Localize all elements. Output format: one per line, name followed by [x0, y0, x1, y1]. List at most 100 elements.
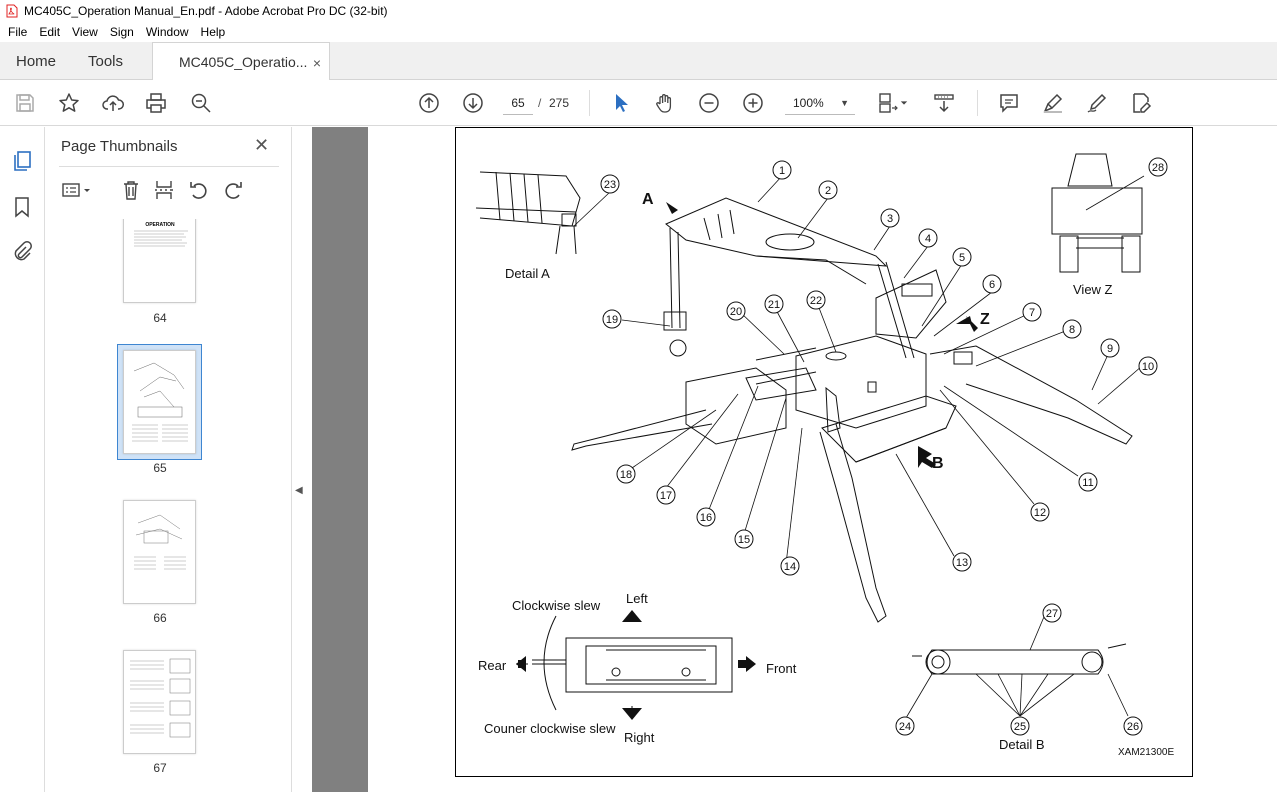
tab-tools[interactable]: Tools [88, 52, 124, 70]
page-thumbnails-icon[interactable] [11, 149, 33, 171]
tab-home[interactable]: Home [16, 52, 57, 70]
callout-5: 5 [959, 252, 965, 264]
arrow-a-label: A [642, 191, 654, 208]
callout-25: 25 [1014, 721, 1026, 733]
chevron-down-icon: ▼ [840, 98, 849, 108]
menu-window[interactable]: Window [145, 25, 189, 39]
callout-24: 24 [899, 721, 911, 733]
bookmark-icon[interactable] [11, 196, 33, 218]
panel-title: Page Thumbnails [61, 138, 178, 155]
callout-12: 12 [1034, 507, 1046, 519]
panel-divider [59, 166, 279, 167]
pdf-app-icon [6, 4, 18, 18]
title-bar: MC405C_Operation Manual_En.pdf - Adobe A… [0, 0, 1277, 22]
close-icon[interactable]: ✕ [254, 135, 270, 155]
thumbnail-page-64[interactable]: OPERATION [123, 219, 196, 303]
left-label: Left [626, 591, 648, 606]
front-label: Front [766, 661, 797, 676]
thumbnail-list[interactable]: OPERATION 64 [59, 219, 285, 792]
scroll-mode-icon[interactable] [932, 91, 956, 115]
callout-7: 7 [1029, 307, 1035, 319]
view-z-label: View Z [1073, 282, 1113, 297]
close-tab-icon[interactable]: × [312, 55, 321, 71]
attachment-icon[interactable] [11, 241, 33, 263]
total-pages: 275 [549, 96, 570, 110]
zoom-level-value: 100% [793, 96, 824, 110]
page-separator: / [538, 96, 542, 110]
detail-b-label: Detail B [999, 737, 1045, 752]
arrow-b-label: B [932, 455, 944, 472]
print-icon[interactable] [144, 91, 168, 115]
upload-cloud-icon[interactable] [101, 91, 125, 115]
collapse-panel-icon[interactable]: ◀ [295, 485, 303, 496]
thumb-heading: OPERATION [145, 222, 175, 228]
edit-pdf-icon[interactable] [1129, 91, 1153, 115]
rotate-cw-icon[interactable] [220, 177, 246, 203]
callout-4: 4 [925, 233, 931, 245]
page-number-input[interactable]: 65 [503, 91, 533, 115]
callout-18: 18 [620, 469, 632, 481]
highlight-pen-icon[interactable] [1041, 91, 1065, 115]
menu-file[interactable]: File [8, 25, 28, 39]
thumbnail-options-icon[interactable] [59, 177, 95, 203]
zoom-search-icon[interactable] [189, 91, 213, 115]
chevron-down-icon[interactable] [898, 91, 910, 115]
callout-2: 2 [825, 185, 831, 197]
thumbnail-label-64: 64 [153, 311, 167, 325]
callout-8: 8 [1069, 324, 1075, 336]
toolbar-divider [589, 90, 590, 116]
thumbnail-label-66: 66 [153, 611, 167, 625]
pdf-page: 1 2 3 4 5 6 7 8 9 10 11 12 13 14 15 16 1… [455, 127, 1193, 777]
zoom-out-icon[interactable] [697, 91, 721, 115]
draw-sign-icon[interactable] [1085, 91, 1109, 115]
previous-page-icon[interactable] [417, 91, 441, 115]
callout-20: 20 [730, 306, 742, 318]
callout-19: 19 [606, 314, 618, 326]
callout-14: 14 [784, 561, 796, 573]
crane-diagram: 1 2 3 4 5 6 7 8 9 10 11 12 13 14 15 16 1… [475, 153, 1174, 758]
callout-28: 28 [1152, 162, 1164, 174]
tab-document-label: MC405C_Operatio... [179, 54, 308, 70]
callout-16: 16 [700, 512, 712, 524]
callout-22: 22 [810, 295, 822, 307]
callout-17: 17 [660, 490, 672, 502]
callout-26: 26 [1127, 721, 1139, 733]
callout-3: 3 [887, 213, 893, 225]
save-icon[interactable] [13, 91, 37, 115]
window-title: MC405C_Operation Manual_En.pdf - Adobe A… [24, 4, 388, 18]
rotate-ccw-icon[interactable] [186, 177, 212, 203]
thumbnail-page-66[interactable] [123, 500, 196, 604]
callout-23: 23 [604, 179, 616, 191]
menu-help[interactable]: Help [200, 25, 226, 39]
callout-10: 10 [1142, 361, 1154, 373]
callout-27: 27 [1046, 608, 1058, 620]
left-nav-rail [0, 127, 45, 792]
thumbnail-page-65[interactable] [123, 350, 196, 454]
menu-edit[interactable]: Edit [39, 25, 61, 39]
menu-sign[interactable]: Sign [109, 25, 134, 39]
select-cursor-icon[interactable] [609, 91, 633, 115]
hand-tool-icon[interactable] [653, 91, 677, 115]
callout-9: 9 [1107, 343, 1113, 355]
callout-6: 6 [989, 279, 995, 291]
zoom-level-select[interactable]: 100% ▼ [785, 91, 855, 115]
next-page-icon[interactable] [461, 91, 485, 115]
comment-icon[interactable] [997, 91, 1021, 115]
toolbar-divider [977, 90, 978, 116]
callout-15: 15 [738, 534, 750, 546]
page-fit-icon[interactable] [876, 91, 900, 115]
tab-document[interactable]: MC405C_Operatio... × [152, 42, 330, 81]
delete-page-icon[interactable] [118, 177, 144, 203]
star-icon[interactable] [57, 91, 81, 115]
detail-a-label: Detail A [505, 266, 550, 281]
document-margin [312, 127, 368, 792]
zoom-in-icon[interactable] [741, 91, 765, 115]
arrow-z-label: Z [980, 311, 990, 328]
menu-view[interactable]: View [72, 25, 98, 39]
drawing-reference: XAM21300E [1118, 747, 1174, 758]
callout-11: 11 [1082, 477, 1093, 489]
menu-bar: File Edit View Sign Window Help [0, 22, 1277, 42]
main-toolbar: 65 / 275 100% ▼ [0, 80, 1277, 126]
thumbnail-page-67[interactable] [123, 650, 196, 754]
extract-pages-icon[interactable] [151, 177, 177, 203]
